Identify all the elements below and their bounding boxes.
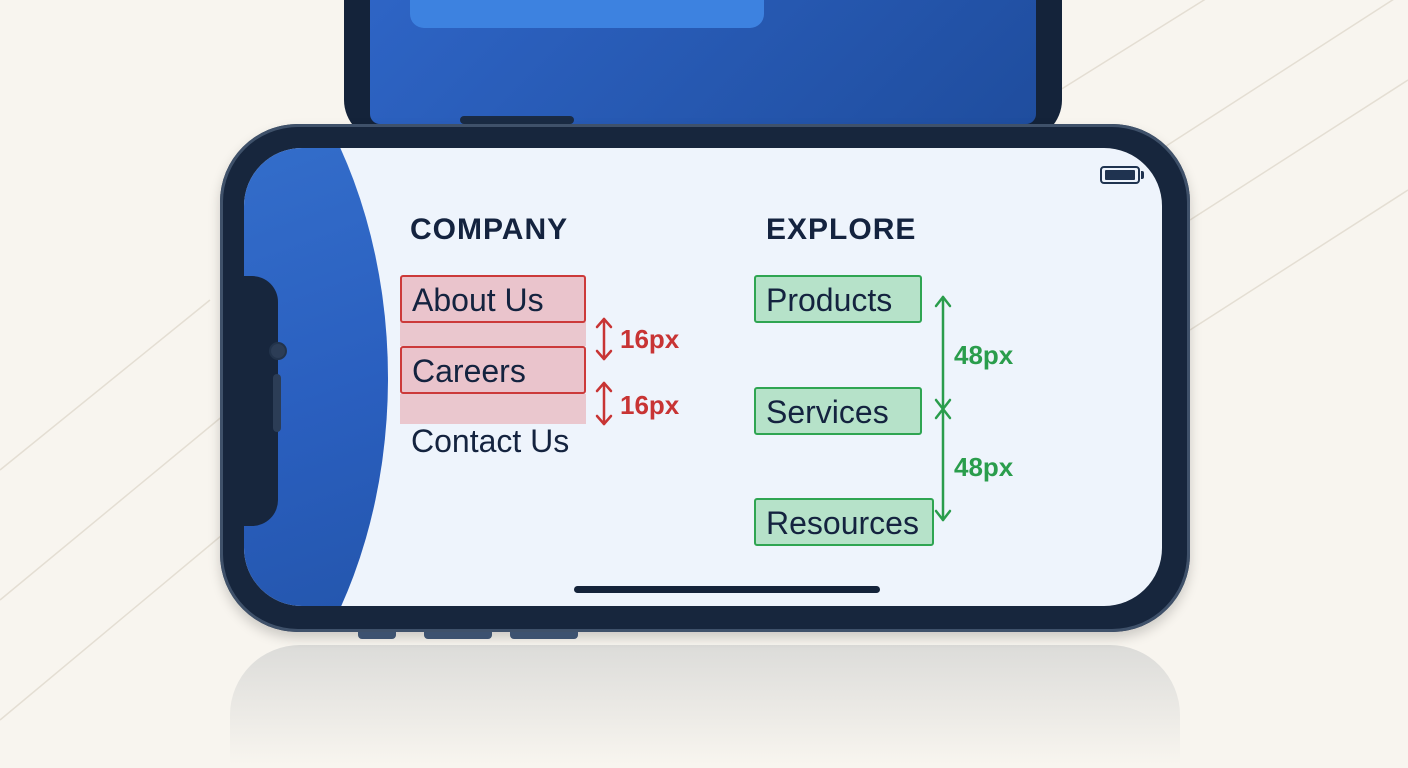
background-phone-card [410, 0, 764, 28]
footer-link-contact-us[interactable]: Contact Us [411, 423, 570, 459]
phone-screen [244, 148, 1162, 606]
home-indicator[interactable] [574, 586, 880, 593]
spacing-label: 16px [620, 390, 680, 420]
spacing-gap-highlight [400, 322, 586, 346]
phone-reflection [230, 645, 1180, 765]
spacing-label: 16px [620, 324, 680, 354]
footer-link-products[interactable]: Products [754, 275, 922, 323]
phone-notch [244, 276, 278, 526]
side-button [358, 632, 396, 639]
camera-icon [271, 344, 285, 358]
battery-tip [1141, 171, 1144, 179]
spacing-gap-highlight [400, 394, 586, 424]
volume-up-button [424, 632, 492, 639]
volume-down-button [510, 632, 578, 639]
background-phone-button [460, 116, 574, 124]
background-phone-screen [370, 0, 1036, 124]
background-phone [344, 0, 1062, 140]
footer-link-services[interactable]: Services [754, 387, 922, 435]
phone-landscape [220, 124, 1190, 632]
speaker-grille [273, 374, 281, 432]
spacing-label: 48px [954, 340, 1014, 370]
spacing-label: 48px [954, 452, 1014, 482]
company-heading: COMPANY [410, 213, 569, 246]
footer-link-about-us[interactable]: About Us [400, 275, 586, 323]
footer-link-careers[interactable]: Careers [400, 346, 586, 394]
footer-link-resources[interactable]: Resources [754, 498, 934, 546]
battery-icon [1100, 166, 1140, 184]
explore-heading: EXPLORE [766, 213, 917, 246]
